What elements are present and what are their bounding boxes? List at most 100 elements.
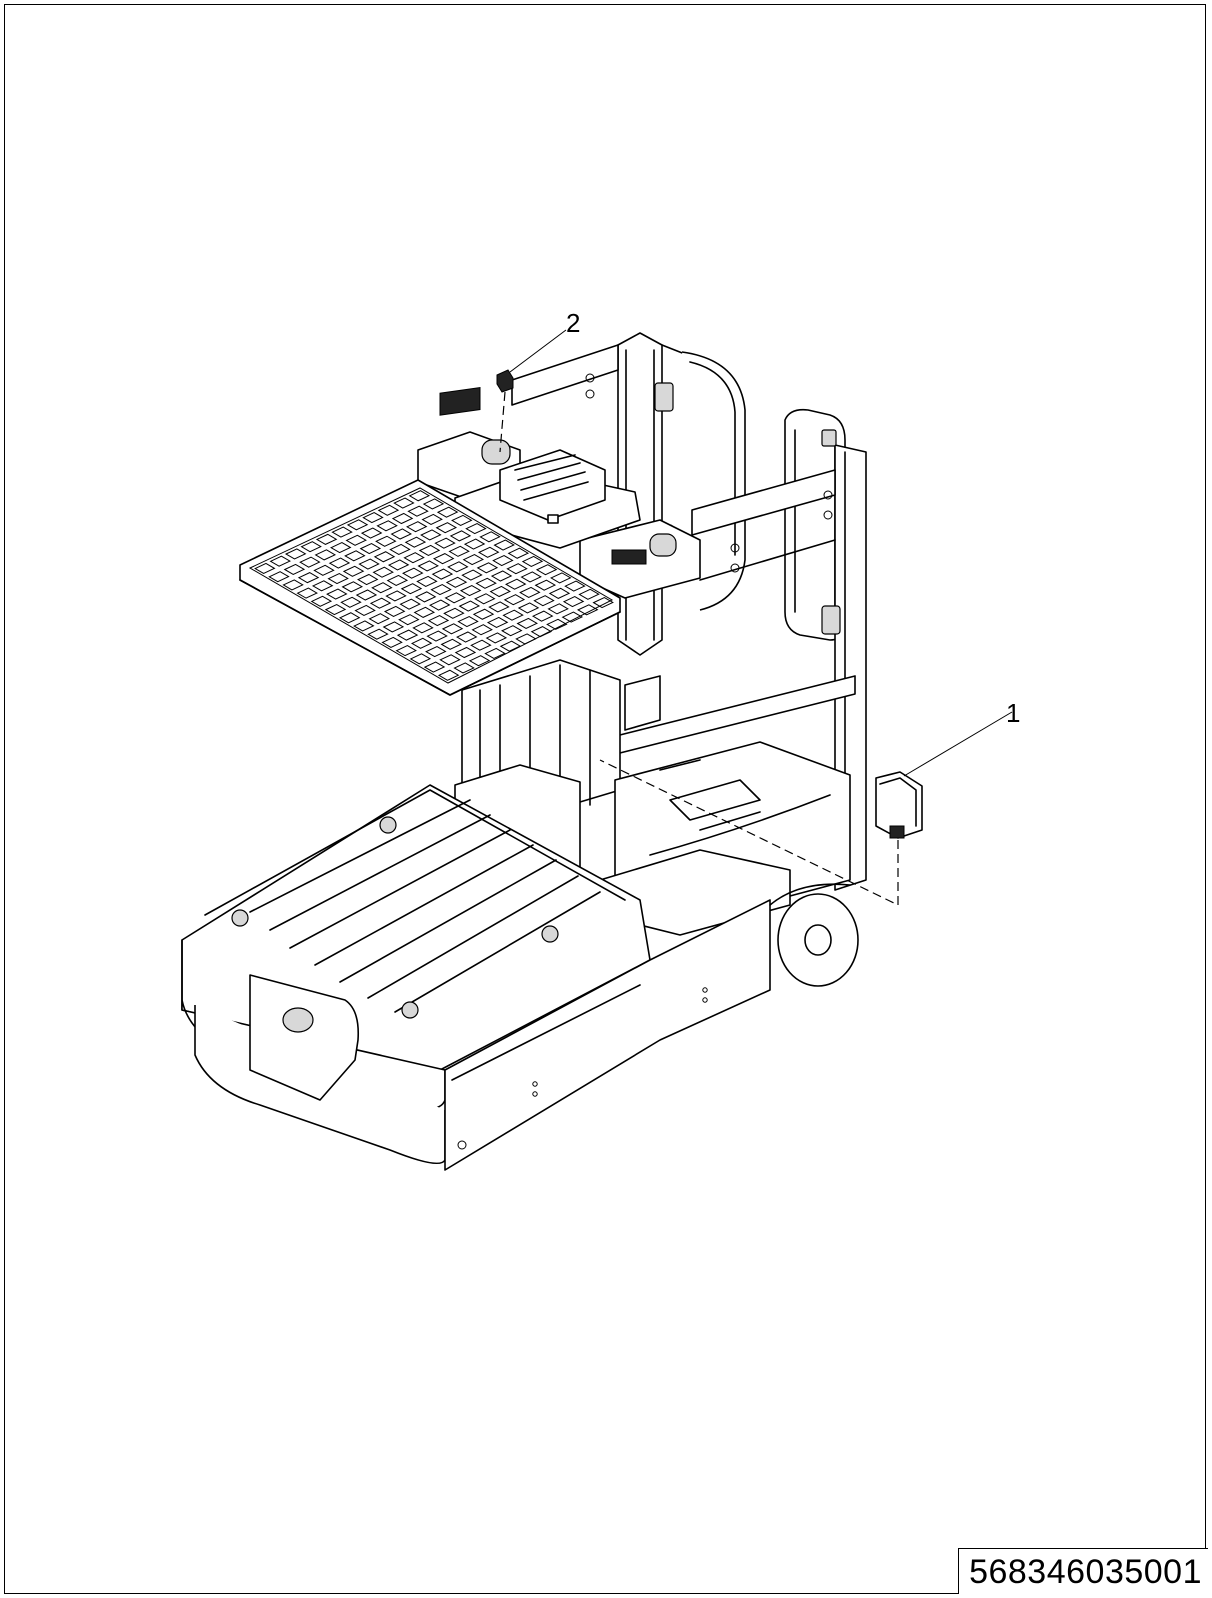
tray-grid-opening (328, 557, 351, 569)
tray-grid-opening (489, 585, 511, 598)
tray-grid-opening (417, 560, 439, 572)
tray-grid-opening (405, 521, 428, 533)
tray-grid-opening (488, 601, 510, 613)
tray-grid-opening (448, 545, 470, 557)
tray-grid-opening (472, 608, 495, 620)
tray-grid-opening (506, 563, 528, 575)
tray-grid-opening (399, 598, 421, 610)
tray-grid-opening (354, 604, 376, 617)
tray-grid-opening (367, 628, 389, 640)
tray-grid-opening (390, 528, 412, 540)
tray-grid-opening (400, 583, 423, 595)
tray-grid-opening (412, 622, 434, 634)
tray-grid-opening (485, 632, 508, 644)
tray-grid-opening (592, 596, 614, 609)
tray-grid-opening (300, 541, 322, 553)
part-1-work-light (599, 711, 1013, 906)
tray-grid-opening (435, 522, 458, 534)
tray-grid-opening (451, 514, 473, 526)
tray-grid-opening (311, 580, 334, 592)
tray-grid-opening (395, 645, 417, 657)
tray-grid-opening (269, 555, 291, 567)
drawing-sheet (4, 4, 1206, 1594)
tray-grid-opening (389, 543, 411, 556)
tray-grid-opening (533, 595, 555, 607)
callout-2-label: 2 (566, 308, 581, 338)
tray-grid-opening (520, 571, 542, 583)
tray-grid-opening (441, 623, 464, 635)
tray-grid-opening (484, 647, 506, 660)
tray-grid-opening (420, 529, 442, 541)
tray-grid-opening (375, 535, 397, 547)
tray-grid-opening (372, 566, 394, 578)
tray-grid-opening (383, 605, 406, 617)
tray-grid-opening (362, 511, 384, 524)
tray-grid-opening (381, 636, 403, 648)
tray-grid-opening (254, 562, 276, 575)
tray-grid-opening (550, 572, 572, 584)
tray-grid-opening (422, 498, 445, 510)
work-tray (239, 479, 621, 696)
tray-grid-opening (430, 584, 452, 596)
tray-grid-opening (561, 611, 584, 623)
tray-grid-opening (459, 584, 482, 597)
tray-grid-opening (470, 639, 492, 651)
tray-grid-opening (358, 558, 380, 570)
tray-grid-opening (283, 563, 306, 575)
tray-grid-opening (493, 539, 515, 551)
tray-grid-opening (475, 577, 497, 589)
tray-grid-opening (443, 607, 465, 619)
tray-grid-opening (425, 645, 447, 658)
tray-grid-opening (331, 526, 353, 538)
tray-grid-opening (410, 637, 433, 649)
tray-grid-opening (502, 609, 524, 621)
tray-grid-opening (382, 621, 405, 633)
tray-grid-opening (268, 571, 290, 583)
tray-grid-opening (423, 661, 446, 673)
tray-grid-opening (421, 513, 443, 526)
tray-grid-opening (429, 599, 451, 611)
tray-grid-opening (434, 537, 456, 549)
base-chassis (181, 741, 859, 1171)
tray-grid-opening (376, 520, 398, 532)
tray-grid-opening (284, 548, 307, 560)
tray-grid-opening (517, 602, 540, 614)
tray-grid-opening (474, 593, 496, 605)
tray-grid-opening (393, 497, 415, 509)
tray-grid-opening (408, 490, 431, 502)
tray-grid-opening (296, 587, 318, 599)
tray-grid-opening (501, 625, 523, 637)
tray-grid-opening (431, 568, 454, 580)
tray-grid-opening (534, 579, 557, 591)
tray-grid-opening (341, 581, 364, 593)
tray-grid-opening (345, 534, 367, 546)
tray-grid-opening (535, 564, 558, 576)
tray-grid-opening (377, 504, 400, 516)
tray-grid-opening (413, 606, 436, 618)
tray-grid-opening (519, 586, 541, 599)
tray-grid-opening (577, 604, 599, 616)
tray-grid-opening (486, 616, 509, 629)
tray-grid-opening (504, 578, 527, 590)
tray-grid-opening (432, 553, 455, 565)
tray-grid-opening (326, 588, 348, 600)
tray-grid-opening (531, 610, 554, 622)
tray-grid-opening (371, 582, 393, 594)
tray-grid-opening (369, 597, 392, 609)
part-2-clip (496, 329, 567, 453)
callout-1-label: 1 (1006, 698, 1021, 728)
tray-grid-opening (546, 618, 568, 630)
tray-grid-opening (355, 589, 378, 601)
tray-grid-opening (445, 576, 468, 588)
tray-grid-opening (360, 527, 383, 539)
tray-grid-opening (461, 569, 483, 581)
tray-grid-opening (454, 646, 477, 659)
tray-grid-opening (562, 596, 585, 608)
tray-grid-opening (416, 575, 438, 587)
tray-grid-opening (530, 626, 553, 638)
tray-grid-opening (449, 530, 472, 542)
tray-grid-opening (463, 538, 486, 550)
tray-grid-opening (468, 655, 491, 667)
tray-grid-opening (547, 603, 569, 615)
tray-grid-opening (521, 555, 544, 568)
